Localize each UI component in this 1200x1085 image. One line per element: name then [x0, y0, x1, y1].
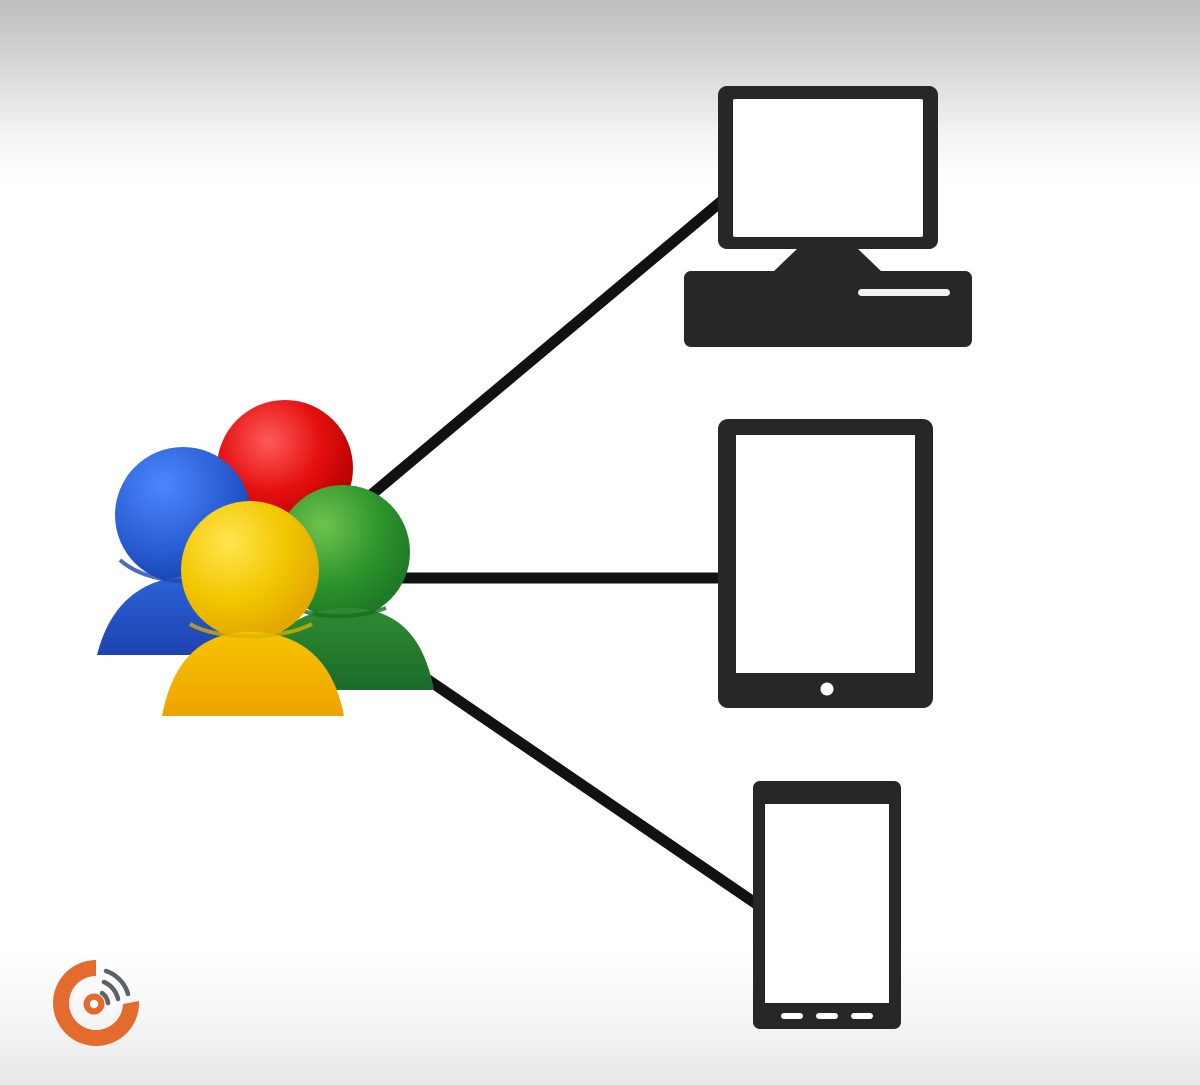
tablet-icon	[718, 419, 933, 708]
connector-lines	[359, 194, 764, 911]
connector-line-smartphone	[412, 667, 764, 911]
connector-line-desktop	[359, 194, 729, 506]
desktop-computer-icon	[684, 86, 972, 347]
broadcast-logo-icon	[53, 960, 140, 1046]
user-group-icon	[97, 400, 434, 716]
smartphone-icon	[753, 781, 901, 1029]
user-yellow-icon	[162, 501, 344, 716]
